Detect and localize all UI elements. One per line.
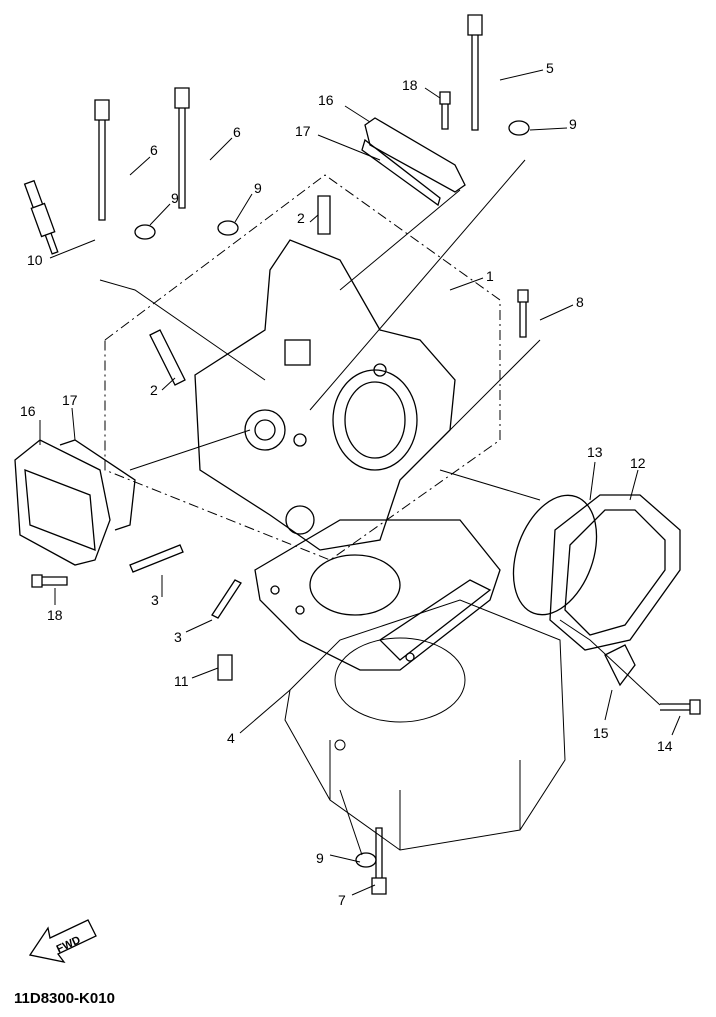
stud-3a: [129, 544, 184, 573]
callout-9: 9: [254, 180, 262, 196]
clamp-15: [604, 644, 636, 687]
callout-2: 2: [297, 210, 305, 226]
o-ring-right: [512, 494, 598, 616]
callout-12: 12: [630, 455, 646, 471]
bolt-5: [467, 14, 483, 131]
dowel-11: [217, 654, 233, 681]
callout-18: 18: [47, 607, 63, 623]
callout-17: 17: [295, 123, 311, 139]
callout-6: 6: [150, 142, 158, 158]
cylinder-head: [194, 239, 456, 551]
callout-10: 10: [27, 252, 43, 268]
valve-cover-left: [14, 439, 136, 566]
spark-plug: [23, 179, 59, 255]
bolt-18-top: [439, 91, 451, 130]
callout-17: 17: [62, 392, 78, 408]
valve-cover-right: [512, 494, 681, 651]
callout-15: 15: [593, 725, 609, 741]
diagram-code: 11D8300-K010: [14, 990, 115, 1007]
bolt-18-left: [31, 574, 68, 588]
callout-2: 2: [150, 382, 158, 398]
fwd-label: FWD: [55, 934, 83, 955]
bolt-6a: [94, 99, 110, 221]
callout-labels: 18 5 16 17 9 6 6 9 9 2 10 1 8 2 16 17 13…: [20, 60, 673, 908]
callout-4: 4: [227, 730, 235, 746]
assembly-outline: [104, 174, 501, 561]
leader-lines: [39, 69, 681, 896]
bolt-8: [517, 289, 529, 338]
callout-1: 1: [486, 268, 494, 284]
forward-arrow-icon: FWD: [28, 919, 97, 963]
bolt-14: [660, 699, 701, 715]
guide-2a: [317, 195, 331, 235]
callout-8: 8: [576, 294, 584, 310]
cover-top: [361, 117, 466, 207]
callout-11: 11: [174, 673, 189, 689]
callout-3: 3: [151, 592, 159, 608]
stud-3b: [211, 579, 242, 619]
bolts: [23, 14, 701, 895]
bolt-6b: [174, 87, 190, 209]
washers: [134, 120, 636, 868]
o-ring-left: [59, 439, 136, 531]
callout-3: 3: [174, 629, 182, 645]
callout-7: 7: [338, 892, 346, 908]
callout-9: 9: [316, 850, 324, 866]
callout-13: 13: [587, 444, 603, 460]
callout-9: 9: [569, 116, 577, 132]
callout-14: 14: [657, 738, 673, 754]
callout-9: 9: [171, 190, 179, 206]
guide-2b: [149, 329, 186, 386]
bolt-7: [371, 827, 387, 895]
cylinder-block: [284, 599, 566, 851]
callout-18: 18: [402, 77, 418, 93]
callout-6: 6: [233, 124, 241, 140]
callout-16: 16: [20, 403, 36, 419]
callout-16: 16: [318, 92, 334, 108]
callout-5: 5: [546, 60, 554, 76]
head-gasket: [254, 519, 501, 671]
